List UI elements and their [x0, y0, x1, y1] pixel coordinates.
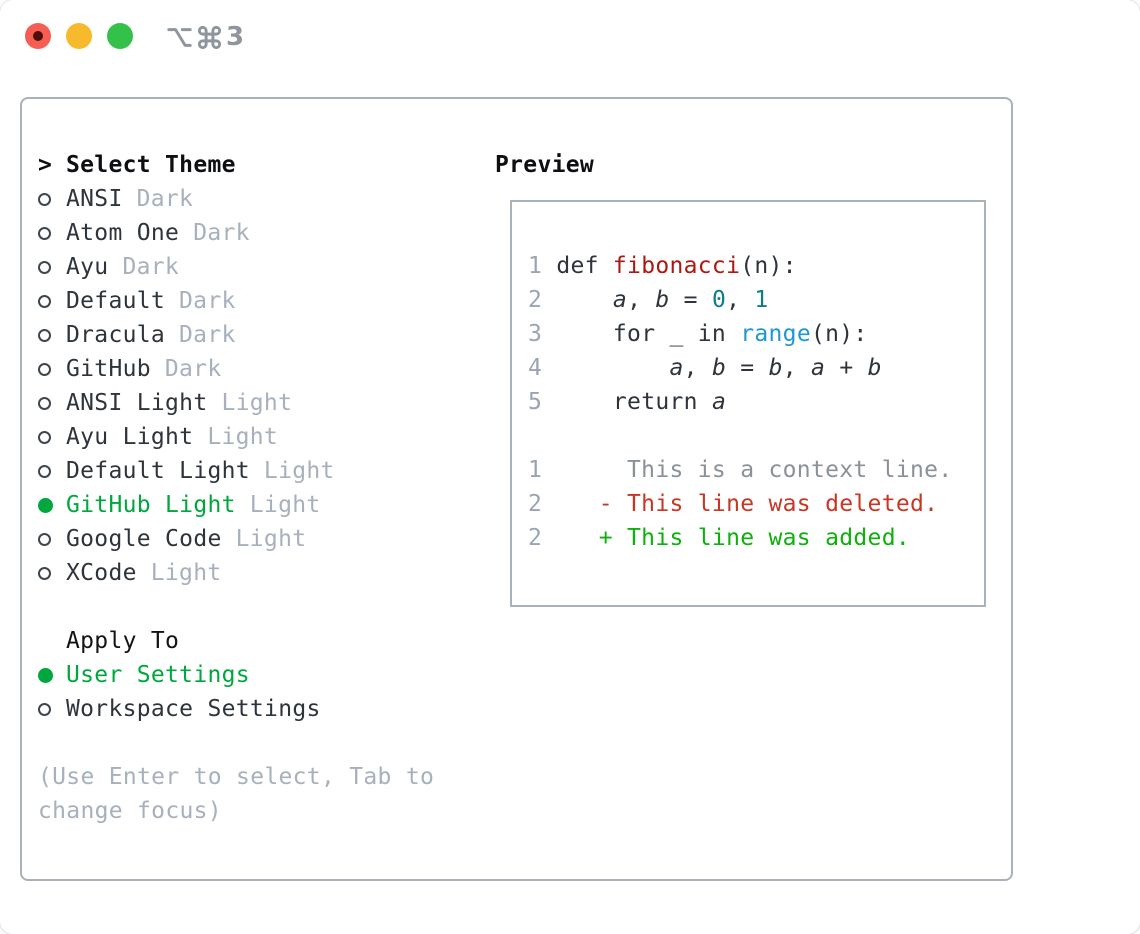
radio-selected-icon — [38, 667, 53, 683]
theme-option-ansi[interactable]: ANSI Dark — [38, 182, 434, 216]
theme-variant-label: Dark — [179, 288, 236, 314]
theme-option-default[interactable]: Default Dark — [38, 284, 434, 318]
code-line: 5 return a — [528, 389, 727, 415]
theme-variant-label: Dark — [122, 254, 180, 280]
line-number: 2 — [528, 287, 543, 313]
theme-list-heading-label: Select Theme — [66, 152, 236, 178]
window-title: 3 — [166, 21, 244, 53]
code-line: 3 for _ in range(n): — [528, 321, 868, 347]
radio-icon — [38, 362, 51, 376]
theme-option-dracula[interactable]: Dracula Dark — [38, 318, 434, 352]
close-button[interactable] — [25, 23, 51, 49]
command-key-icon — [197, 25, 222, 49]
radio-icon — [38, 532, 51, 546]
code-preview: 1 def fibonacci(n): 2 a, b = 0, 1 3 for … — [528, 215, 952, 555]
theme-variant-label: Light — [207, 424, 279, 450]
apply-option-workspace-settings[interactable]: Workspace Settings — [38, 692, 434, 726]
option-key-icon — [167, 27, 192, 47]
spacer — [38, 590, 434, 624]
minimize-button[interactable] — [66, 23, 92, 49]
preview-heading: Preview — [495, 152, 595, 178]
titlebar: 3 — [0, 0, 1140, 74]
code-line: 4 a, b = b, a + b — [528, 355, 882, 381]
theme-option-label: Atom One — [66, 220, 180, 246]
theme-variant-label: Dark — [136, 186, 194, 212]
theme-option-ayu[interactable]: Ayu Dark — [38, 250, 434, 284]
radio-icon — [38, 430, 51, 444]
theme-option-label: Dracula — [66, 322, 166, 348]
radio-icon — [38, 294, 51, 308]
radio-icon — [38, 328, 51, 342]
theme-option-label: XCode — [66, 560, 137, 586]
line-number: 5 — [528, 389, 543, 415]
apply-option-label: User Settings — [66, 662, 250, 688]
theme-option-ansi-light[interactable]: ANSI Light Light — [38, 386, 434, 420]
spacer — [38, 726, 434, 760]
unsaved-dot-icon — [33, 31, 43, 41]
radio-icon — [38, 260, 51, 274]
theme-variant-label: Light — [249, 492, 321, 518]
line-number: 2 — [528, 525, 543, 551]
diff-line-ctx: 1 This is a context line. — [528, 457, 953, 483]
radio-icon — [38, 396, 51, 410]
traffic-lights — [25, 23, 133, 49]
theme-variant-label: Dark — [193, 220, 250, 246]
theme-option-label: Default — [66, 288, 166, 314]
theme-option-github[interactable]: GitHub Dark — [38, 352, 434, 386]
code-line: 1 def fibonacci(n): — [528, 253, 797, 279]
code-line: 2 a, b = 0, 1 — [528, 287, 769, 313]
diff-line-del: 2 - This line was deleted. — [528, 491, 939, 517]
theme-option-label: GitHub — [66, 356, 151, 382]
apply-option-label: Workspace Settings — [66, 696, 321, 722]
apply-to-heading: Apply To — [38, 624, 434, 658]
theme-variant-label: Light — [235, 526, 307, 552]
theme-variant-label: Light — [263, 458, 335, 484]
theme-option-atom-one[interactable]: Atom One Dark — [38, 216, 434, 250]
radio-selected-icon — [38, 497, 53, 513]
theme-variant-label: Light — [221, 390, 293, 416]
theme-option-ayu-light[interactable]: Ayu Light Light — [38, 420, 434, 454]
radio-icon — [38, 192, 51, 206]
theme-option-xcode[interactable]: XCode Light — [38, 556, 434, 590]
theme-variant-label: Dark — [179, 322, 236, 348]
radio-icon — [38, 464, 51, 478]
theme-variant-label: Dark — [164, 356, 222, 382]
theme-option-github-light[interactable]: GitHub Light Light — [38, 488, 434, 522]
theme-option-label: Ayu — [66, 254, 109, 280]
window-title-number: 3 — [226, 22, 245, 52]
keyboard-hint: change focus) — [38, 798, 222, 824]
line-number: 2 — [528, 491, 543, 517]
theme-option-default-light[interactable]: Default Light Light — [38, 454, 434, 488]
line-number: 4 — [528, 355, 543, 381]
preview-box — [510, 200, 986, 607]
line-number: 3 — [528, 321, 543, 347]
theme-variant-label: Light — [150, 560, 222, 586]
apply-option-user-settings[interactable]: User Settings — [38, 658, 434, 692]
theme-list-heading: > Select Theme — [38, 148, 434, 182]
line-number: 1 — [528, 457, 543, 483]
selection-arrow-icon: > — [38, 152, 53, 178]
diff-line-add: 2 + This line was added. — [528, 525, 910, 551]
radio-icon — [38, 226, 51, 240]
theme-option-label: Default Light — [66, 458, 250, 484]
theme-option-label: Google Code — [66, 526, 222, 552]
theme-option-google-code[interactable]: Google Code Light — [38, 522, 434, 556]
apply-to-heading-label: Apply To — [66, 628, 180, 654]
theme-option-label: GitHub Light — [66, 492, 236, 518]
radio-icon — [38, 566, 51, 580]
theme-option-label: Ayu Light — [66, 424, 194, 450]
keyboard-hint: (Use Enter to select, Tab to — [38, 764, 435, 790]
theme-option-label: ANSI — [66, 186, 123, 212]
maximize-button[interactable] — [107, 23, 133, 49]
radio-icon — [38, 702, 51, 716]
theme-option-label: ANSI Light — [66, 390, 208, 416]
line-number: 1 — [528, 253, 543, 279]
